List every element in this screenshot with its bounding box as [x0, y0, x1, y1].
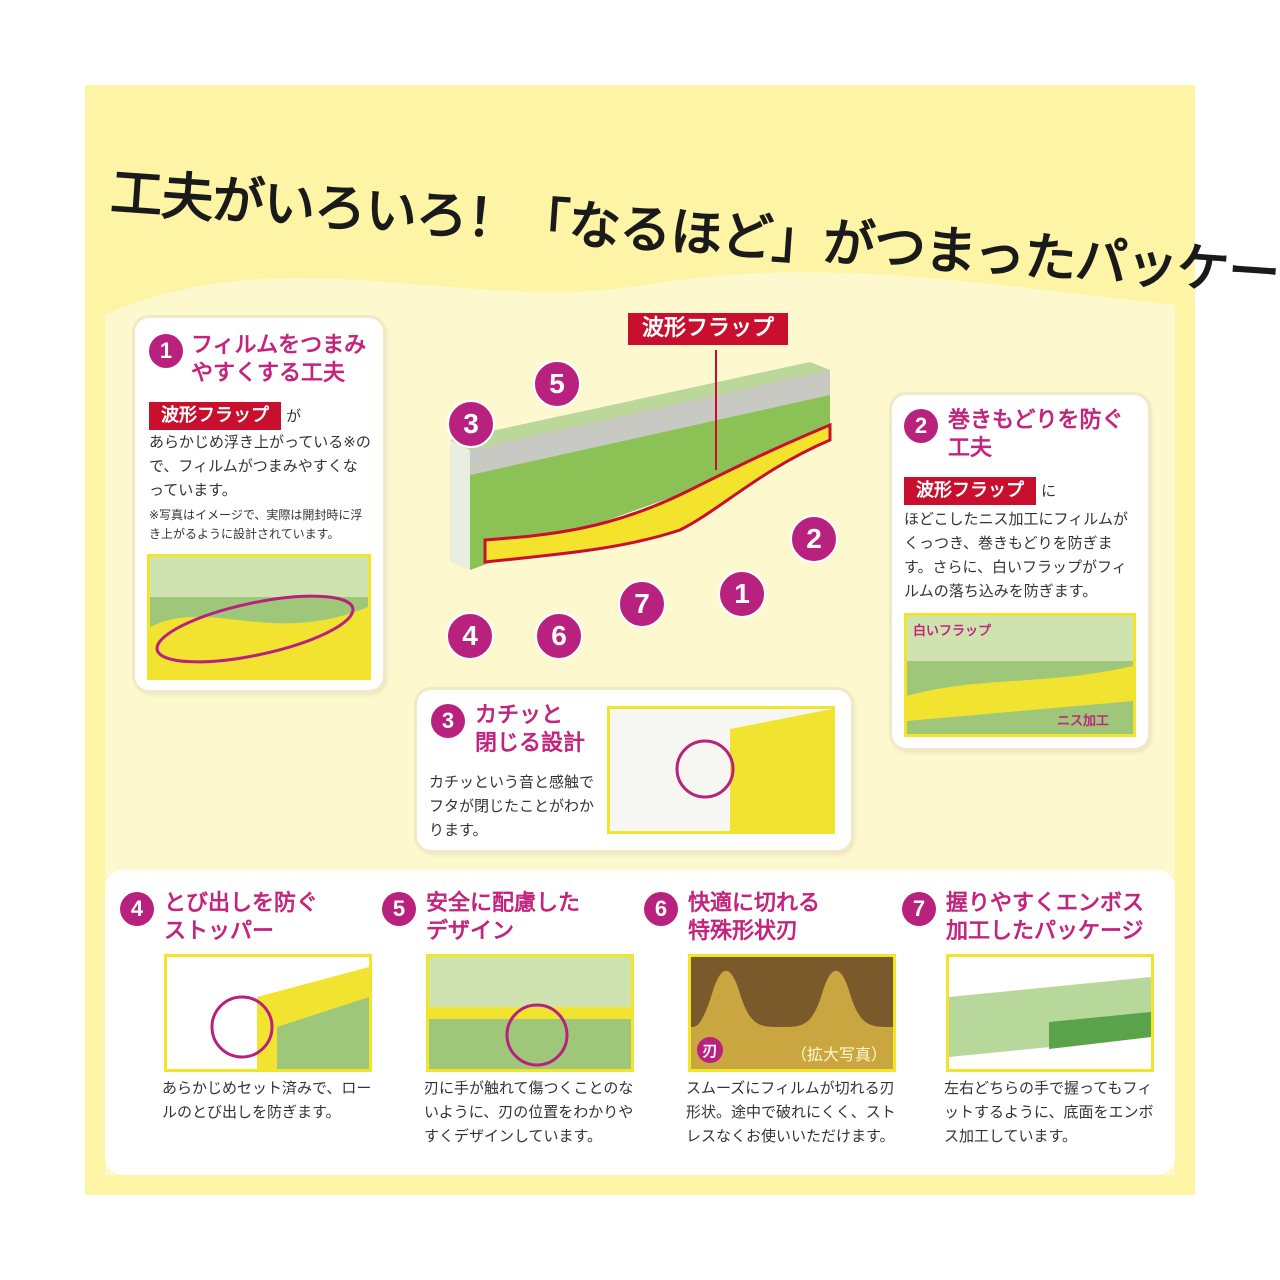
feature-photo	[426, 954, 634, 1072]
feature-4: 4 とび出しを防ぐストッパー あらかじめセット済みで、ロールのとび出しを防ぎます…	[120, 890, 380, 1150]
feature-photo: 白いフラップ ニス加工	[904, 613, 1136, 737]
feature-title: フィルムをつまみやすくする工夫	[191, 333, 367, 386]
feature-photo: 刃 （拡大写真）	[688, 954, 896, 1072]
feature-title: 安全に配慮したデザイン	[426, 891, 581, 944]
feature-title: 快適に切れる特殊形状刃	[688, 891, 821, 944]
flap-tag: 波形フラップ	[149, 402, 281, 430]
feature-6: 6 快適に切れる特殊形状刃 刃 （拡大写真） スムーズにフィルムが切れる刃形状。…	[644, 890, 904, 1150]
feature-note: ※写真はイメージで、実際は開封時に浮き上がるように設計されています。	[149, 508, 363, 541]
feature-body: あらかじめセット済みで、ロールのとび出しを防ぎます。	[162, 1079, 372, 1121]
box-front	[470, 370, 830, 570]
wave-flap	[483, 422, 832, 564]
number-badge: 3	[431, 704, 465, 738]
number-badge: 1	[149, 334, 183, 368]
feature-body: 左右どちらの手で握ってもフィットするように、底面をエンボス加工しています。	[944, 1079, 1154, 1145]
number-badge: 5	[382, 892, 416, 926]
photo-label-white-flap: 白いフラップ	[913, 624, 992, 639]
product-diagram	[450, 350, 832, 570]
callout-4: 4	[446, 612, 494, 660]
feature-body: ほどこしたニス加工にフィルムがくっつき、巻きもどりを防ぎます。さらに、白いフラッ…	[904, 510, 1128, 600]
photo-label-varnish: ニス加工	[1057, 714, 1110, 729]
feature-title: カチッと閉じる設計	[475, 703, 586, 756]
feature-card-3: 3 カチッと閉じる設計 カチッという音と感触でフタが閉じたことがわかります。	[417, 690, 851, 850]
number-badge: 6	[644, 892, 678, 926]
photo-caption: （拡大写真）	[791, 1045, 888, 1064]
blade-badge: 刃	[697, 1037, 723, 1063]
feature-photo	[946, 954, 1154, 1072]
feature-5: 5 安全に配慮したデザイン 刃に手が触れて傷つくことのないように、刃の位置をわか…	[382, 890, 642, 1150]
number-badge: 7	[902, 892, 936, 926]
feature-card-1: 1 フィルムをつまみやすくする工夫 波形フラップ が あらかじめ浮き上がっている…	[135, 318, 383, 690]
callout-1: 1	[718, 570, 766, 618]
film-roll	[470, 370, 830, 475]
callout-5: 5	[533, 360, 581, 408]
feature-card-2: 2 巻きもどりを防ぐ工夫 波形フラップ に ほどこしたニス加工にフィルムがくっつ…	[892, 395, 1148, 748]
number-badge: 2	[904, 409, 938, 443]
feature-body: あらかじめ浮き上がっている※ので、フィルムがつまみやすくなっています。	[149, 433, 371, 499]
feature-title: 巻きもどりを防ぐ工夫	[948, 408, 1124, 461]
feature-body: カチッという音と感触でフタが閉じたことがわかります。	[429, 773, 595, 839]
diagram-flap-label: 波形フラップ	[628, 313, 789, 345]
feature-photo	[607, 706, 835, 834]
feature-title: 握りやすくエンボス加工したパッケージ	[946, 891, 1145, 944]
feature-photo	[164, 954, 372, 1072]
feature-photo	[147, 554, 371, 680]
feature-body: スムーズにフィルムが切れる刃形状。途中で破れにくく、ストレスなくお使いいただけま…	[686, 1079, 896, 1145]
box-end	[450, 440, 470, 570]
number-badge: 4	[120, 892, 154, 926]
feature-7: 7 握りやすくエンボス加工したパッケージ 左右どちらの手で握ってもフィットするよ…	[902, 890, 1172, 1150]
callout-6: 6	[535, 612, 583, 660]
box-top	[450, 362, 830, 450]
callout-2: 2	[790, 515, 838, 563]
feature-body: 刃に手が触れて傷つくことのないように、刃の位置をわかりやすくデザインしています。	[424, 1079, 634, 1145]
callout-3: 3	[447, 400, 495, 448]
flap-tag: 波形フラップ	[904, 477, 1036, 505]
callout-7: 7	[618, 580, 666, 628]
feature-title: とび出しを防ぐストッパー	[164, 891, 319, 944]
